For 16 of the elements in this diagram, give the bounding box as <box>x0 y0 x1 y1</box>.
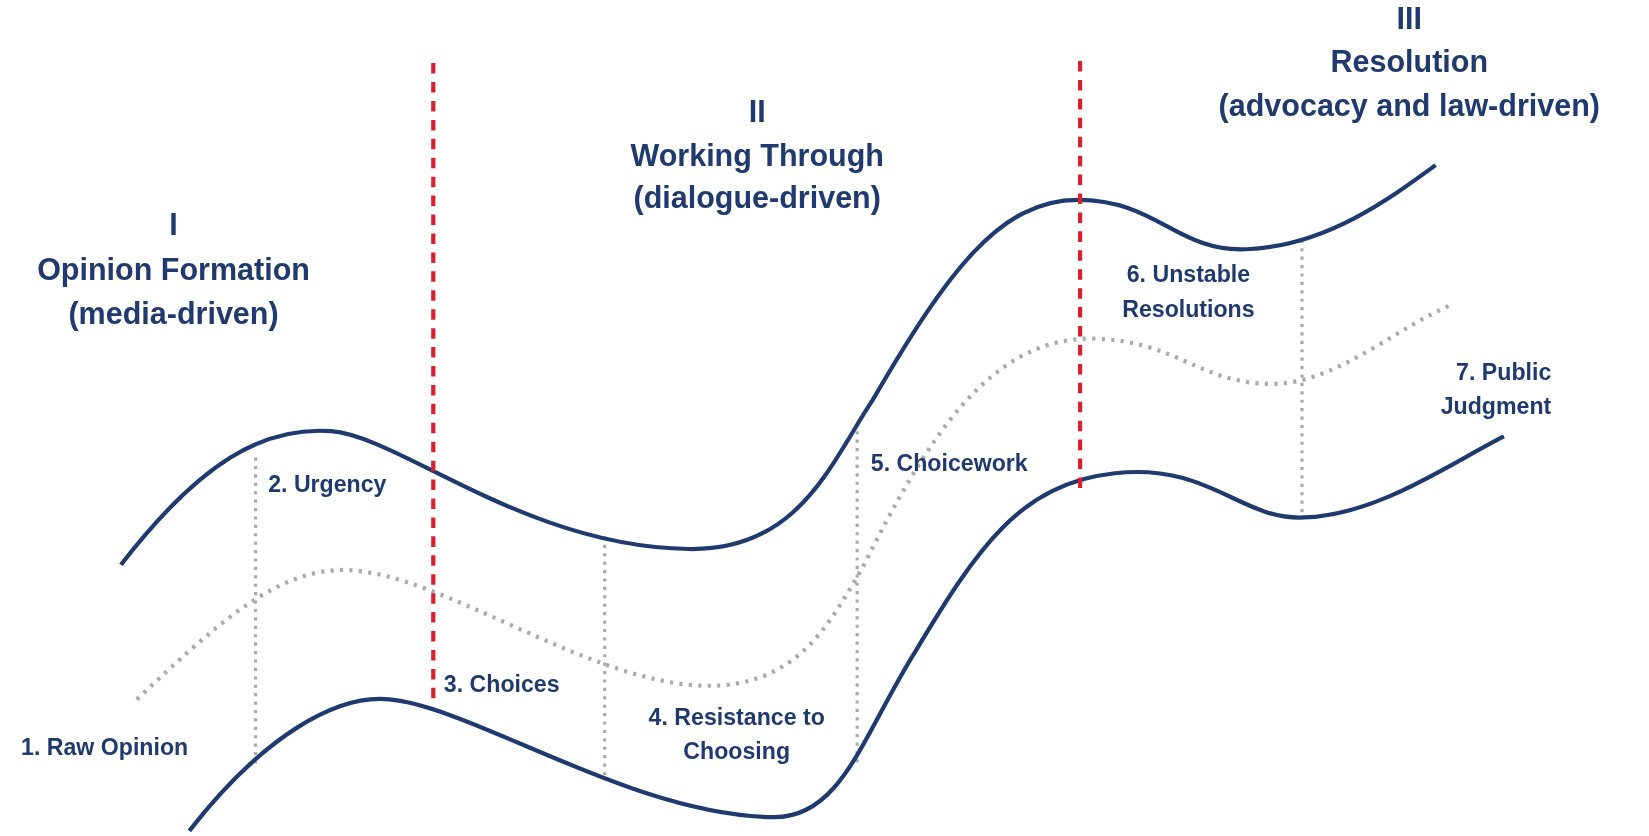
stage-label: 1. Raw Opinion <box>21 733 190 763</box>
phase-heading: II <box>747 94 767 130</box>
stage-label: 5. Choicework <box>870 449 1029 479</box>
stage-label: 7. Public Judgment <box>1439 357 1552 422</box>
phase-heading: (dialogue-driven) <box>632 180 882 216</box>
phase-heading: Opinion Formation <box>36 252 311 288</box>
phase-heading: I <box>168 207 179 242</box>
stage-label: 6. Unstable Resolutions <box>1121 259 1256 324</box>
stage-label: 2. Urgency <box>268 470 388 500</box>
phase-heading: Resolution <box>1329 44 1490 79</box>
phase-heading: (advocacy and law-driven) <box>1217 88 1601 124</box>
stage-label: 3. Choices <box>443 670 561 700</box>
phase-heading: III <box>1395 2 1423 37</box>
stage-label: 4. Resistance to Choosing <box>647 702 826 767</box>
phase-heading: (media-driven) <box>67 296 280 332</box>
phase-heading: Working Through <box>629 138 885 174</box>
